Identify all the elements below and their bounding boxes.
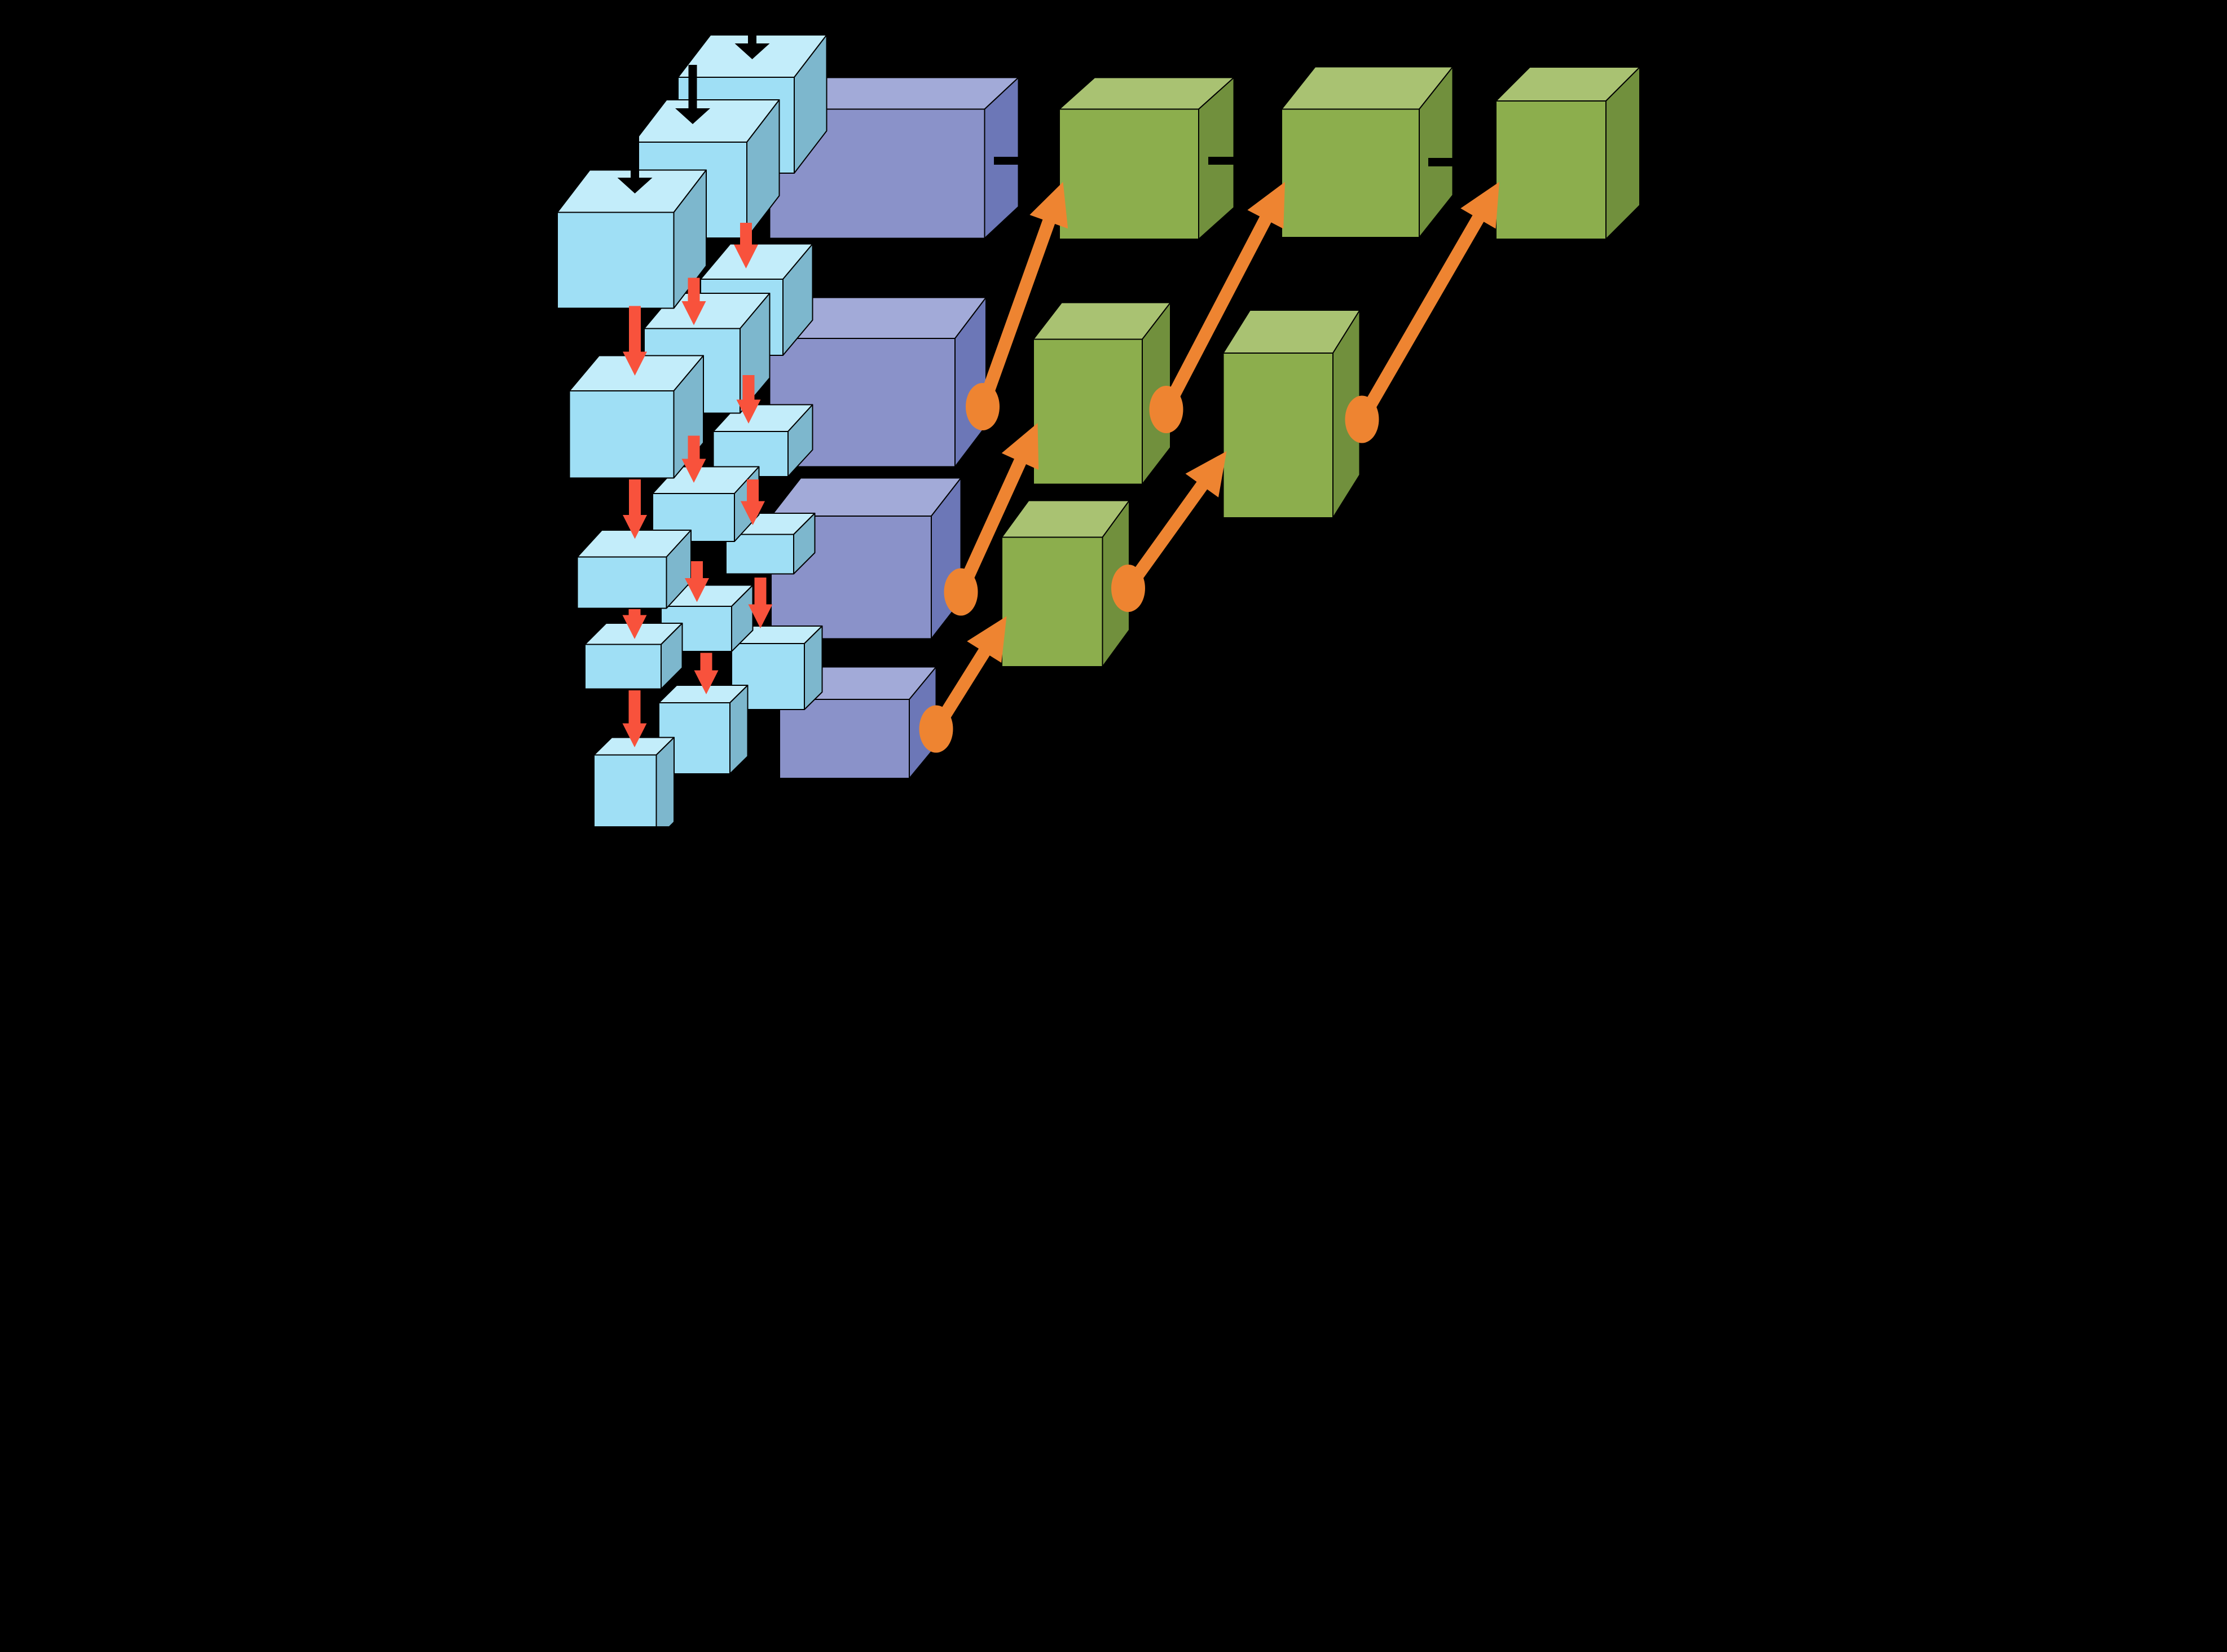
green-output-level1-front-face (1495, 100, 1607, 240)
downsample-arrow-icon-8-head (694, 670, 719, 694)
downsample-arrow-icon-8-shaft (700, 653, 712, 671)
green-agg-level1-a-front-face (1059, 108, 1199, 240)
input-arrow-icon-3-head (734, 43, 770, 59)
input-arrow-icon-1-head (617, 178, 653, 193)
aggregation-flow-dot-icon-2 (1149, 386, 1183, 433)
aggregation-flow-dot-icon-5 (1111, 565, 1145, 612)
blue-cube-a2-front-face (569, 390, 675, 479)
aggregation-flow-line-5 (1123, 477, 1211, 592)
downsample-arrow-icon-12-head (748, 604, 773, 628)
aggregation-flow-head-icon-3 (1460, 182, 1499, 229)
downsample-arrow-icon-4-head (622, 723, 647, 747)
link-dash-icon-2 (1208, 157, 1235, 165)
downsample-arrow-icon-6-shaft (688, 435, 700, 459)
downsample-arrow-icon-5-head (681, 301, 706, 325)
downsample-arrow-icon-3-head (622, 615, 647, 639)
downsample-arrow-icon-9-shaft (740, 223, 752, 245)
aggregation-flow-head-icon-6 (967, 616, 1007, 663)
architecture-diagram (557, 0, 1670, 826)
downsample-arrow-icon-6-head (681, 459, 706, 483)
blue-cube-a3-front-face (576, 556, 667, 609)
blue-cube-a5-front-face (593, 754, 657, 826)
downsample-arrow-icon-1-head (623, 351, 647, 376)
green-agg-level1-b-front-face (1281, 108, 1420, 238)
blue-cube-a1-front-face (557, 212, 675, 309)
aggregation-flow-line-3 (1356, 210, 1487, 423)
aggregation-flow-head-icon-1 (1029, 182, 1068, 229)
link-dash-icon-1 (994, 157, 1022, 165)
aggregation-flow-dot-icon-3 (1345, 395, 1379, 443)
input-arrow-icon-2-shaft (688, 65, 697, 108)
downsample-arrow-icon-7-shaft (691, 561, 703, 578)
green-agg-level3-front-face (1001, 536, 1103, 667)
aggregation-flow-dot-icon-4 (944, 568, 978, 616)
input-arrow-icon-1-shaft (631, 134, 639, 178)
aggregation-flow-line-4 (955, 453, 1029, 595)
aggregation-flow-dot-icon-6 (919, 705, 953, 753)
downsample-arrow-icon-4-shaft (628, 690, 641, 724)
downsample-arrow-icon-10-shaft (742, 375, 755, 400)
downsample-arrow-icon-2-shaft (629, 479, 641, 515)
input-arrow-icon-2-head (675, 108, 710, 124)
downsample-arrow-icon-11-shaft (747, 479, 759, 501)
blue-cube-c4-front-face (725, 534, 794, 575)
purple-stage-3-top-face (771, 477, 962, 517)
purple-stage-4-front-face (779, 699, 910, 779)
diagram-canvas (557, 0, 1670, 826)
downsample-arrow-icon-3-shaft (628, 609, 641, 615)
aggregation-flow-head-icon-5 (1185, 451, 1227, 497)
aggregation-flow-head-icon-4 (1001, 423, 1039, 470)
downsample-arrow-icon-12-shaft (754, 578, 767, 605)
downsample-arrow-icon-7-head (685, 578, 709, 602)
blue-cube-c3-front-face (712, 431, 789, 477)
aggregation-flow-dot-icon-1 (966, 383, 1000, 430)
green-agg-level2-a-front-face (1033, 338, 1143, 485)
aggregation-flow-line-1 (976, 214, 1057, 409)
green-agg-level2-b-front-face (1222, 353, 1333, 518)
downsample-arrow-icon-10-head (736, 399, 761, 424)
blue-cube-b3-front-face (652, 493, 735, 542)
downsample-arrow-icon-9-head (734, 244, 758, 268)
downsample-arrow-icon-2-head (623, 515, 647, 539)
link-dash-icon-3 (1428, 158, 1455, 166)
downsample-arrow-icon-5-shaft (688, 277, 700, 301)
blue-cube-a4-front-face (584, 644, 662, 690)
aggregation-flow-line-2 (1160, 211, 1274, 413)
downsample-arrow-icon-11-head (741, 501, 765, 525)
input-arrow-icon-3-shaft (748, 0, 756, 43)
aggregation-flow-head-icon-2 (1247, 182, 1285, 229)
downsample-arrow-icon-1-shaft (629, 306, 641, 352)
